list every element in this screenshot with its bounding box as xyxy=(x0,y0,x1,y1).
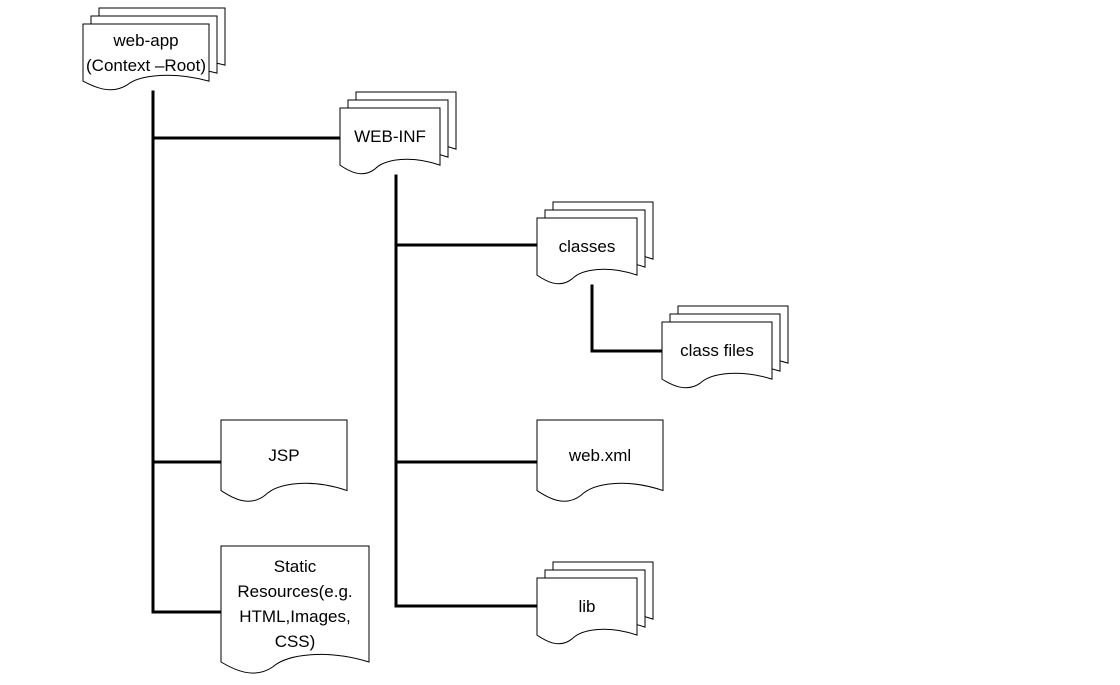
node-lib-label: lib xyxy=(578,597,596,617)
node-static-resources-label: Static Resources(e.g. HTML,Images, CSS) xyxy=(237,557,353,651)
node-jsp-label: JSP xyxy=(268,445,300,465)
node-shapes xyxy=(82,7,789,674)
node-web-app xyxy=(82,7,226,91)
node-web-app-label: web-app (Context –Root) xyxy=(86,30,206,75)
node-web-inf xyxy=(339,91,457,175)
node-classes xyxy=(536,201,654,285)
document-shape xyxy=(220,545,370,674)
node-class-files-label: class files xyxy=(680,341,754,361)
document-shape xyxy=(536,577,638,645)
document-shape xyxy=(536,217,638,285)
node-web-xml xyxy=(536,419,664,502)
document-shape xyxy=(220,419,348,502)
node-class-files xyxy=(661,305,789,389)
document-shape xyxy=(661,321,773,389)
node-static-resources xyxy=(220,545,370,674)
node-web-inf-label: WEB-INF xyxy=(354,127,426,147)
document-shape xyxy=(82,23,210,91)
connectors xyxy=(151,90,664,614)
node-classes-label: classes xyxy=(558,237,616,257)
document-shape xyxy=(339,107,441,175)
node-jsp xyxy=(220,419,348,502)
node-lib xyxy=(536,561,654,645)
node-web-xml-label: web.xml xyxy=(568,445,632,465)
document-shape xyxy=(536,419,664,502)
